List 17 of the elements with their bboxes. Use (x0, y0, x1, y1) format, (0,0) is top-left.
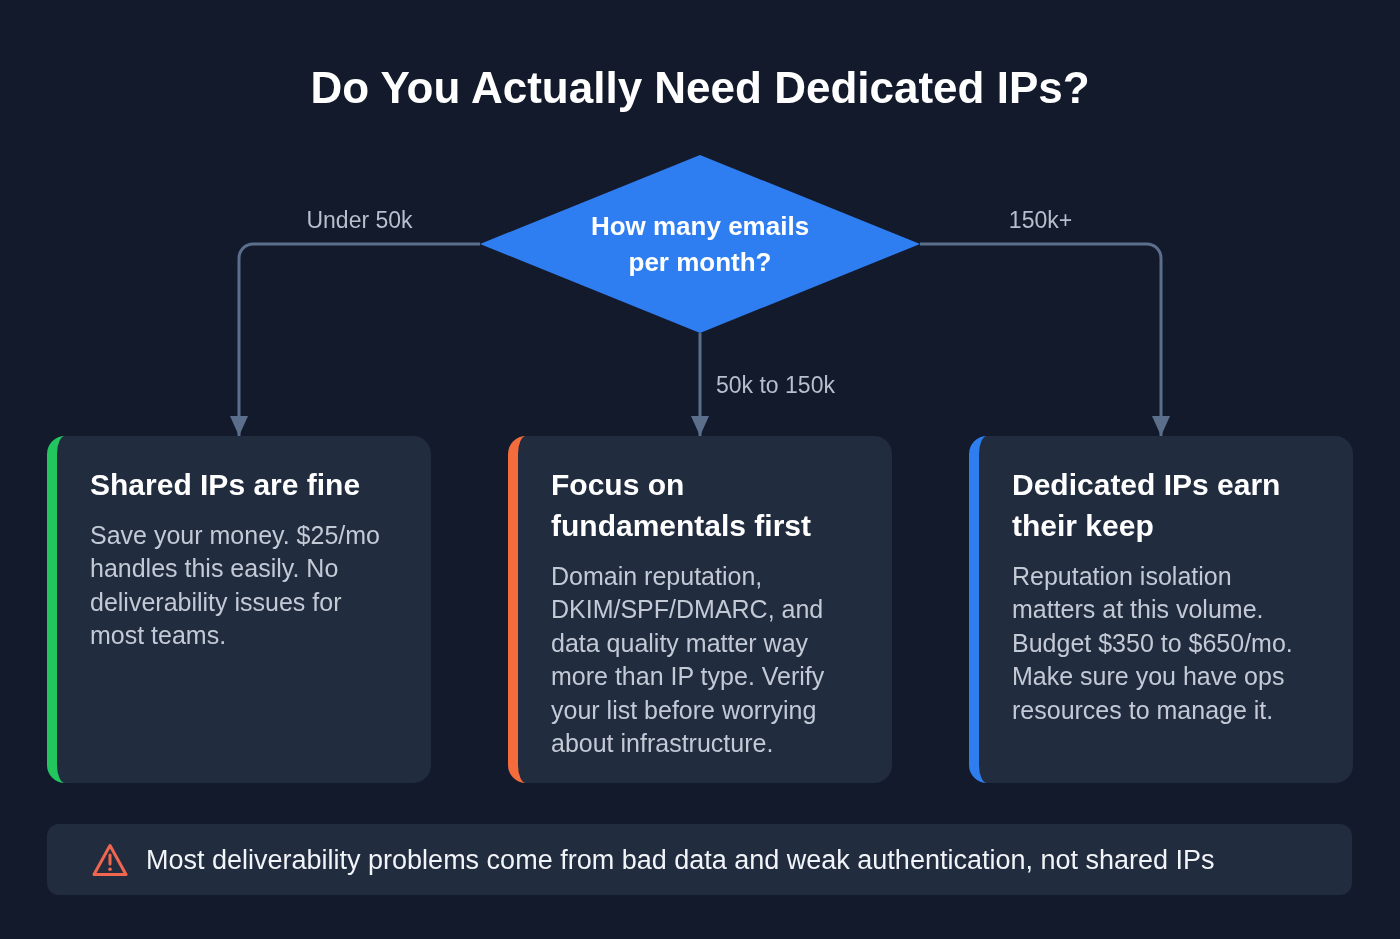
card-body-text: Reputation isolation matters at this volume. Budget $350 to $650/mo. Make sure you have ops resources to manage it. (1012, 561, 1294, 726)
result-card (969, 436, 1353, 783)
result-card (508, 436, 892, 783)
arrow (691, 333, 709, 436)
warning-text: Most deliverability problems come from bad data and weak authentication, not shared IPs (146, 843, 1215, 877)
card-heading: Focus on fundamentals first (551, 467, 813, 544)
decision-diamond (480, 155, 920, 333)
card-heading: Shared IPs are fine (90, 467, 362, 503)
card-body-text: Save your money. $25/mo handles this easily. No deliverability issues for most teams. (90, 520, 381, 652)
arrow (920, 242, 1170, 436)
card-heading: Dedicated IPs earn their keep (1012, 467, 1282, 544)
warning-banner (47, 824, 1352, 895)
card-body-text: Domain reputation, DKIM/SPF/DMARC, and data quality matter way more than IP type. Verify your list before worrying about infrastructure. (551, 561, 826, 760)
result-card (47, 436, 431, 783)
title: Do You Actually Need Dedicated IPs? (310, 62, 1090, 114)
arrow (230, 242, 480, 436)
decision-text: How many emails per month? (589, 210, 811, 279)
